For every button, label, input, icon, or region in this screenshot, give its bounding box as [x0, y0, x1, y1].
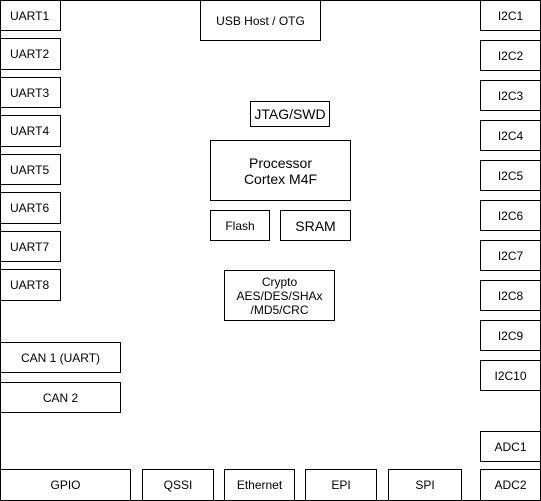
flash-block: Flash	[210, 210, 270, 241]
crypto-block: Crypto AES/DES/SHAx /MD5/CRC	[224, 270, 335, 321]
uart6-block: UART6	[0, 192, 61, 224]
can1-block: CAN 1 (UART)	[0, 342, 121, 373]
processor-block: Processor Cortex M4F	[210, 140, 351, 201]
can2-block: CAN 2	[0, 382, 121, 413]
i2c8-block: I2C8	[480, 280, 541, 311]
i2c4-block: I2C4	[480, 120, 541, 151]
crypto-algos-label-2: /MD5/CRC	[250, 302, 309, 317]
uart5-block: UART5	[0, 154, 61, 185]
i2c10-block: I2C10	[480, 360, 541, 391]
processor-label: Processor	[248, 154, 313, 171]
i2c7-block: I2C7	[480, 240, 541, 271]
ethernet-block: Ethernet	[224, 469, 295, 501]
uart4-block: UART4	[0, 115, 61, 147]
qssi-block: QSSI	[142, 469, 214, 501]
uart7-block: UART7	[0, 231, 61, 262]
jtag-swd-block: JTAG/SWD	[250, 101, 330, 127]
crypto-label: Crypto	[261, 274, 298, 289]
sram-block: SRAM	[280, 210, 351, 241]
i2c5-block: I2C5	[480, 160, 541, 191]
usb-host-otg-block: USB Host / OTG	[200, 0, 321, 41]
i2c3-block: I2C3	[480, 80, 541, 111]
i2c9-block: I2C9	[480, 320, 541, 351]
adc2-block: ADC2	[480, 469, 541, 501]
i2c6-block: I2C6	[480, 200, 541, 231]
processor-core-label: Cortex M4F	[243, 170, 318, 187]
gpio-block: GPIO	[0, 469, 131, 501]
uart2-block: UART2	[0, 38, 61, 70]
adc1-block: ADC1	[480, 431, 541, 462]
spi-block: SPI	[388, 469, 462, 501]
i2c1-block: I2C1	[480, 0, 541, 31]
epi-block: EPI	[305, 469, 377, 501]
uart8-block: UART8	[0, 269, 61, 301]
i2c2-block: I2C2	[480, 40, 541, 71]
uart1-block: UART1	[0, 0, 61, 31]
crypto-algos-label: AES/DES/SHAx	[236, 288, 323, 303]
uart3-block: UART3	[0, 77, 61, 108]
